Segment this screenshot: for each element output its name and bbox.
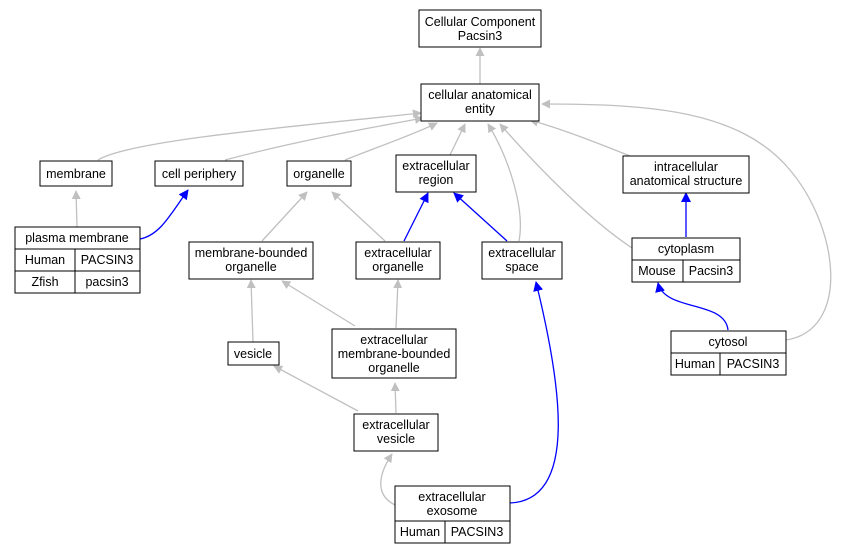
node-label-line: cellular anatomical	[428, 88, 532, 102]
node-label-line: exosome	[427, 504, 478, 518]
edge-plasma-membrane-to-membrane	[71, 190, 81, 228]
node-intracellular-anatomical-structure[interactable]: intracellular anatomical structure	[622, 155, 750, 194]
edge-cell-periphery-to-cae	[224, 115, 424, 161]
edge-membrane-to-cae	[97, 109, 422, 161]
node-label-line: region	[419, 173, 454, 187]
gene-label: Pacsin3	[689, 264, 734, 278]
edge-eco-to-ec-region	[403, 192, 429, 242]
species-cell: Zfish	[14, 270, 76, 294]
node-cell-periphery[interactable]: cell periphery	[154, 160, 244, 187]
species-label: Mouse	[638, 264, 676, 278]
node-label-line: Pacsin3	[458, 29, 503, 43]
gene-cell: Pacsin3	[682, 259, 741, 283]
node-cellular-anatomical-entity[interactable]: cellular anatomical entity	[420, 83, 540, 122]
node-label-line: cytosol	[709, 335, 748, 349]
node-membrane[interactable]: membrane	[39, 160, 113, 187]
node-vesicle[interactable]: vesicle	[227, 341, 280, 366]
node-extracellular-organelle[interactable]: extracellular organelle	[355, 241, 441, 280]
node-cytoplasm[interactable]: cytoplasm Mouse Pacsin3	[631, 237, 741, 283]
edge-ec-space-to-ec-region	[453, 192, 508, 242]
species-cell: Human	[394, 520, 446, 544]
node-label-line: membrane-bounded	[195, 246, 308, 260]
species-label: Zfish	[31, 275, 58, 289]
node-organelle[interactable]: organelle	[286, 160, 352, 187]
node-label-line: Cellular Component	[425, 15, 536, 29]
node-label-line: cell periphery	[162, 167, 237, 181]
gene-cell: PACSIN3	[74, 248, 141, 272]
species-label: Human	[25, 253, 65, 267]
node-extracellular-region[interactable]: extracellular region	[395, 154, 477, 193]
edge-organelle-to-cae	[344, 122, 438, 161]
edge-exosome-to-ecvesicle	[380, 453, 396, 506]
node-label-line: vesicle	[377, 432, 415, 446]
node-extracellular-exosome[interactable]: extracellular exosome Human PACSIN3	[394, 485, 511, 544]
edge-ec-region-to-cae	[449, 123, 466, 156]
gene-label: PACSIN3	[81, 253, 134, 267]
edge-cytosol-to-cae	[541, 99, 832, 341]
node-label-line: entity	[465, 102, 496, 116]
node-label-line: organelle	[372, 260, 423, 274]
node-extracellular-vesicle[interactable]: extracellular vesicle	[353, 413, 439, 452]
gene-label: pacsin3	[85, 275, 128, 289]
node-label-line: plasma membrane	[25, 231, 129, 245]
species-cell: Mouse	[631, 259, 684, 283]
edge-vesicle-to-mbo	[246, 279, 256, 343]
nodes: Cellular Component Pacsin3 cellular anat…	[14, 9, 787, 544]
node-label-line: organelle	[225, 260, 276, 274]
node-label-line: intracellular	[654, 160, 718, 174]
node-label-line: extracellular	[360, 333, 427, 347]
node-extracellular-membrane-bounded-organelle[interactable]: extracellular membrane-bounded organelle	[331, 328, 457, 379]
node-label-line: membrane	[46, 167, 106, 181]
species-label: Human	[400, 525, 440, 539]
edge-intracellular-to-cae	[529, 117, 631, 157]
edge-ecvesicle-to-ecmbo	[390, 382, 400, 414]
node-label-line: space	[505, 260, 538, 274]
gene-cell: PACSIN3	[444, 520, 511, 544]
node-extracellular-space[interactable]: extracellular space	[481, 241, 563, 280]
species-cell: Human	[670, 352, 721, 376]
node-label-line: vesicle	[234, 347, 272, 361]
edge-ecvesicle-to-vesicle	[273, 365, 359, 412]
edge-exosome-to-ec-space	[509, 281, 559, 504]
node-plasma-membrane[interactable]: plasma membrane Human PACSIN3 Zfish pacs…	[14, 226, 141, 294]
gene-cell: PACSIN3	[719, 352, 787, 376]
edge-ecmbo-to-eco	[393, 279, 403, 329]
node-label-line: extracellular	[418, 490, 485, 504]
node-label-line: organelle	[293, 167, 344, 181]
node-label-line: extracellular	[364, 246, 431, 260]
edge-ecmbo-to-mbo	[281, 280, 356, 327]
gene-label: PACSIN3	[727, 357, 780, 371]
node-label-line: extracellular	[362, 418, 429, 432]
node-cytosol[interactable]: cytosol Human PACSIN3	[670, 330, 787, 376]
node-label-line: anatomical structure	[630, 174, 743, 188]
node-label-line: membrane-bounded	[338, 347, 451, 361]
gene-label: PACSIN3	[451, 525, 504, 539]
node-membrane-bounded-organelle[interactable]: membrane-bounded organelle	[188, 241, 314, 280]
node-cellular-component-root[interactable]: Cellular Component Pacsin3	[418, 9, 542, 48]
species-label: Human	[675, 357, 715, 371]
gene-cell: pacsin3	[74, 270, 141, 294]
edge-cytosol-to-cytoplasm	[655, 282, 729, 331]
node-label-line: cytoplasm	[658, 242, 714, 256]
node-label-line: extracellular	[488, 246, 555, 260]
edge-cytoplasm-to-cae	[499, 123, 633, 249]
edge-plasma-membrane-to-cell-periphery	[139, 189, 189, 240]
node-label-line: organelle	[368, 361, 419, 375]
species-cell: Human	[14, 248, 76, 272]
edge-ec-space-to-cae	[487, 123, 521, 242]
edge-mbo-to-organelle	[261, 191, 308, 242]
edges	[71, 47, 832, 506]
node-label-line: extracellular	[402, 159, 469, 173]
edge-eco-to-organelle	[331, 191, 386, 242]
